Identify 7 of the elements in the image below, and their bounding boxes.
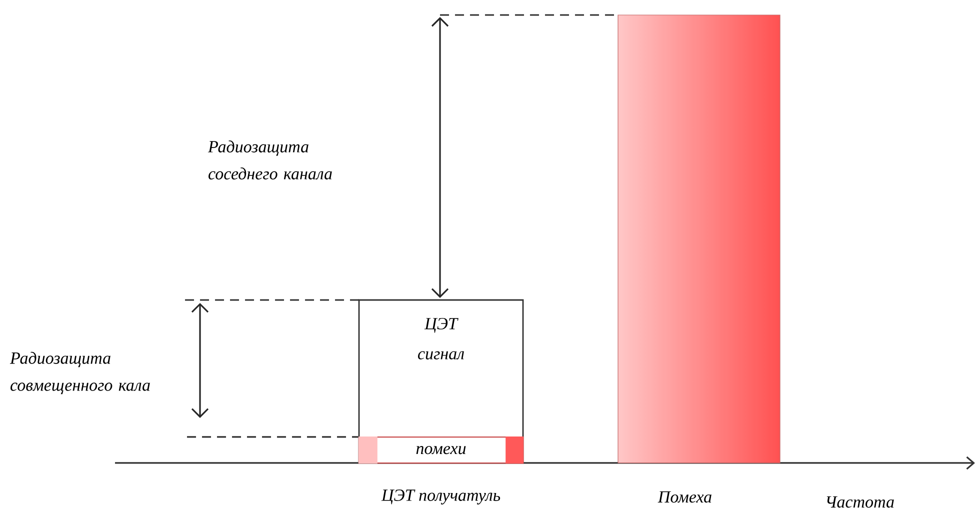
dimension-label: Радиозащита соседнего канала: [208, 140, 332, 180]
bar-caption: ЦЭТ получатуль: [381, 490, 500, 504]
noise-band: помехи: [358, 436, 524, 464]
dimension-label: Частота: [826, 496, 894, 508]
bar-caption: Помеха: [658, 491, 712, 503]
dimension-label: Радиозащита совмещенного кала: [10, 352, 150, 394]
interference-bar: [618, 14, 780, 464]
